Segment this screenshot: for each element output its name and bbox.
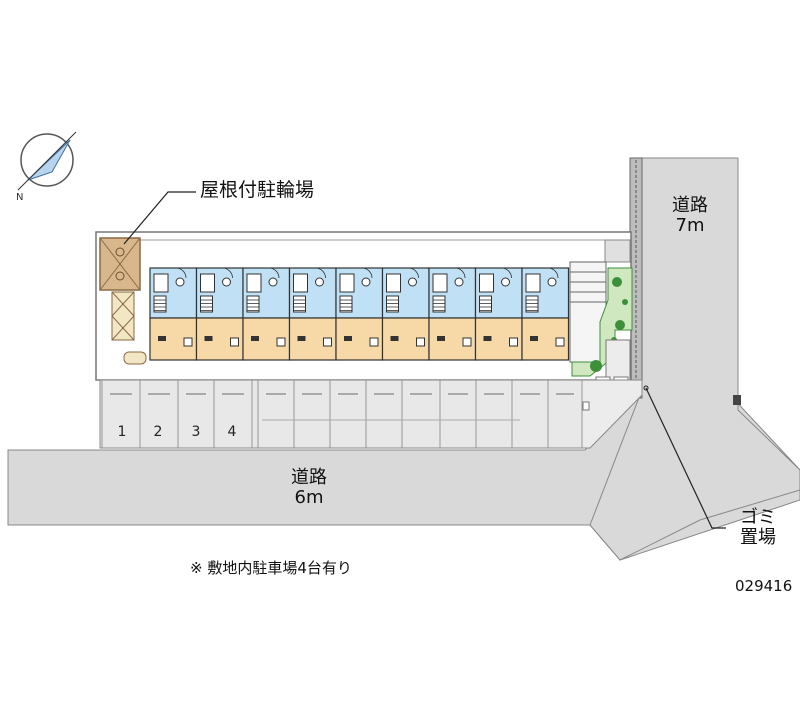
garbage-leader <box>645 387 726 529</box>
apartment-unit <box>288 267 337 361</box>
apartment-unit <box>381 267 430 361</box>
apartment-unit <box>428 267 477 361</box>
garbage-area <box>605 339 631 381</box>
apartment-unit <box>149 267 198 361</box>
parking-slot-number: 1 <box>117 424 127 440</box>
garbage-label: ゴミ 置場 <box>728 508 788 548</box>
south-road-label: 道路 6m <box>284 468 334 508</box>
compass-icon: N <box>16 131 77 203</box>
east-road-name: 道路 <box>672 195 708 216</box>
east-road-label: 道路 7m <box>668 196 712 236</box>
parking-note: ※ 敷地内駐車場4台有り <box>190 559 352 577</box>
bike-shed-leader <box>123 191 196 245</box>
bicycle-shed <box>99 237 141 291</box>
apartment-units <box>149 267 570 361</box>
apartment-unit <box>195 267 244 361</box>
bike-rack <box>111 291 147 365</box>
parking-slot-number: 4 <box>227 424 237 440</box>
south-road-width: 6m <box>294 486 324 508</box>
property-code: 029416 <box>735 577 793 595</box>
parking-slot-number: 3 <box>191 424 201 440</box>
parking-slot-number: 2 <box>153 424 163 440</box>
apartment-unit <box>521 267 570 361</box>
garbage-label-line2: 置場 <box>740 526 776 548</box>
east-road-width: 7m <box>675 214 705 236</box>
garbage-label-line1: ゴミ <box>740 507 776 528</box>
svg-text:N: N <box>16 192 23 203</box>
apartment-unit <box>242 267 291 361</box>
parking-area <box>99 379 643 449</box>
south-road-name: 道路 <box>291 467 327 488</box>
apartment-unit <box>335 267 384 361</box>
bicycle-parking-label: 屋根付駐輪場 <box>200 179 315 201</box>
apartment-unit <box>474 267 523 361</box>
